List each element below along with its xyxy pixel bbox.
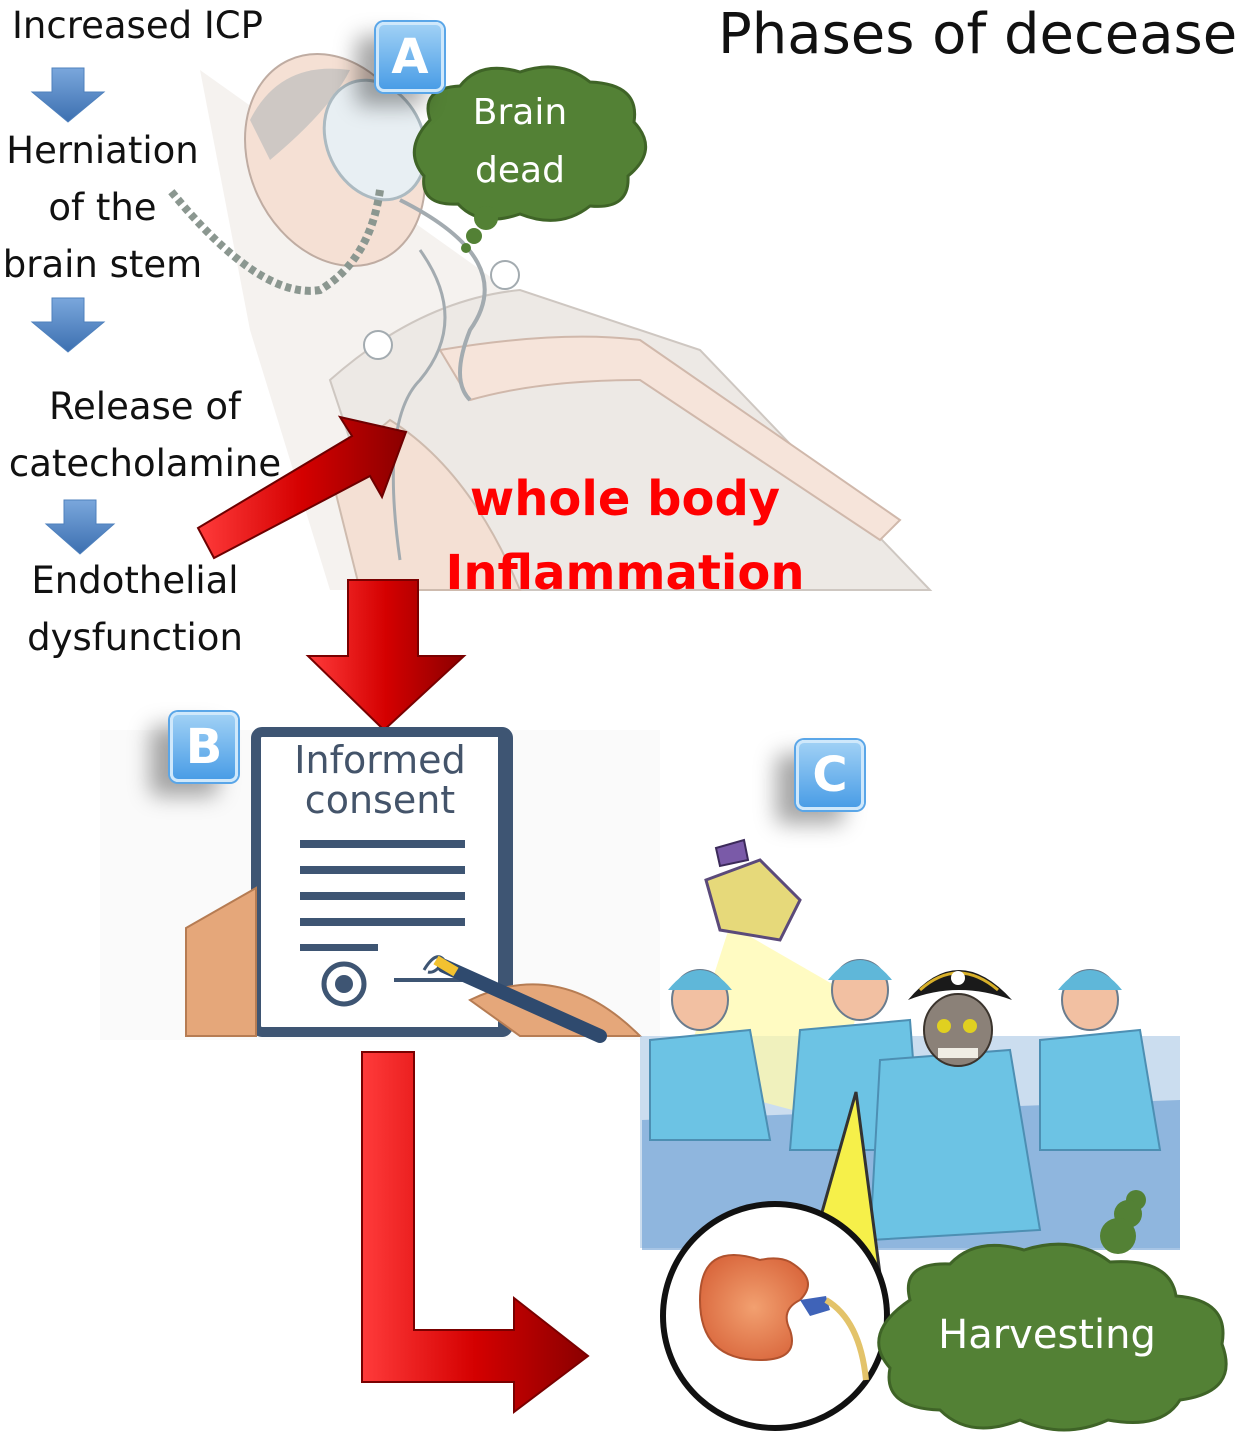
inflammation-label: whole body Inflammation bbox=[440, 462, 810, 610]
brain-dead-label-line1: Brain bbox=[440, 92, 600, 133]
cascade-step-catecholamine: Release of catecholamine bbox=[0, 378, 290, 492]
cascade-step-line: of the bbox=[0, 179, 205, 236]
cascade-arrow-1 bbox=[32, 68, 104, 122]
consent-form-title-line1: Informed bbox=[260, 738, 500, 782]
harvesting-label: Harvesting bbox=[902, 1312, 1192, 1358]
inflammation-label-line: whole body bbox=[440, 462, 810, 536]
panel-badge-c: C bbox=[796, 740, 864, 810]
cascade-step-line: Release of bbox=[0, 378, 290, 435]
arrow-to-harvesting bbox=[362, 1052, 588, 1412]
surgeon-figure bbox=[870, 1050, 1040, 1240]
diagram-title: Phases of decease bbox=[718, 2, 1237, 67]
cascade-arrow-2 bbox=[32, 298, 104, 352]
cascade-step-line: dysfunction bbox=[0, 609, 270, 666]
surgical-lamp-icon bbox=[706, 840, 800, 940]
cascade-step-increased-icp: Increased ICP bbox=[12, 4, 263, 47]
brain-dead-label-line2: dead bbox=[440, 150, 600, 191]
panel-badge-a: A bbox=[376, 22, 444, 92]
cascade-step-line: Endothelial bbox=[0, 552, 270, 609]
cascade-step-line: brain stem bbox=[0, 236, 205, 293]
inflammation-label-line: Inflammation bbox=[440, 536, 810, 610]
consent-form-title-line2: consent bbox=[260, 778, 500, 822]
cascade-step-line: Herniation bbox=[0, 122, 205, 179]
panel-badge-b: B bbox=[170, 712, 238, 782]
cascade-step-endothelial: Endothelial dysfunction bbox=[0, 552, 270, 666]
cascade-step-herniation: Herniation of the brain stem bbox=[0, 122, 205, 293]
surgeon-figure bbox=[1040, 970, 1160, 1150]
cascade-step-line: catecholamine bbox=[0, 435, 290, 492]
cascade-arrow-3 bbox=[46, 500, 114, 554]
